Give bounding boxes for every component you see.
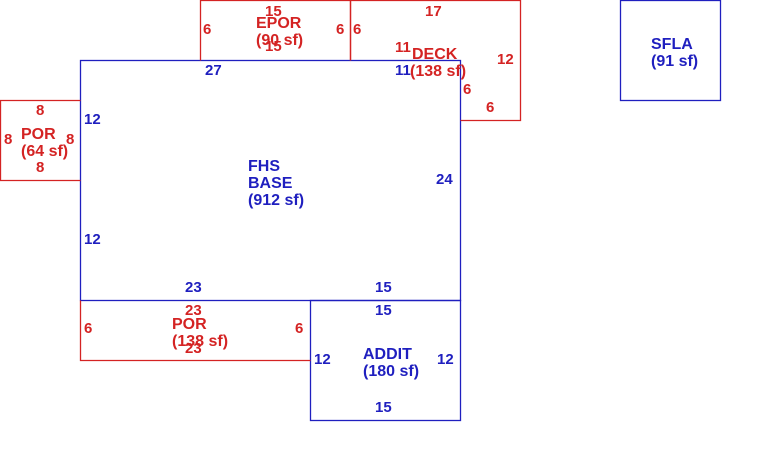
fhs-base-area: (912 sf) bbox=[248, 192, 305, 209]
por-bottom-area: (138 sf) bbox=[172, 333, 229, 350]
dim-por-bottom-top: 23 bbox=[185, 302, 202, 319]
dim-por-left-left: 8 bbox=[4, 131, 13, 148]
sfla-label: SFLA (91 sf) bbox=[651, 36, 698, 70]
dim-deck-step-bottom: 6 bbox=[486, 99, 495, 116]
dim-por-bottom-right: 6 bbox=[295, 320, 304, 337]
dim-base-left-lower: 12 bbox=[84, 231, 101, 248]
dim-addit-bottom: 15 bbox=[375, 399, 392, 416]
dim-por-left-bottom: 8 bbox=[36, 159, 45, 176]
dim-deck-inner: 11 bbox=[395, 39, 411, 56]
dim-base-right: 24 bbox=[436, 171, 453, 188]
dim-deck-right: 12 bbox=[497, 51, 514, 68]
dim-base-bottom-right: 15 bbox=[375, 279, 392, 296]
por-left-label: POR (64 sf) bbox=[21, 126, 68, 160]
addit-label: ADDIT (180 sf) bbox=[363, 346, 419, 380]
fhs-base-name-line1: FHS bbox=[248, 158, 280, 175]
por-left-outline[interactable] bbox=[0, 99, 81, 182]
dim-epor-left: 6 bbox=[203, 21, 212, 38]
dim-addit-left: 12 bbox=[314, 351, 331, 368]
dim-addit-top: 15 bbox=[375, 302, 392, 319]
addit-name: ADDIT bbox=[363, 346, 412, 363]
dim-deck-left: 6 bbox=[353, 21, 362, 38]
por-bottom-name: POR bbox=[172, 316, 207, 333]
epor-area: (90 sf) bbox=[256, 32, 304, 49]
fhs-base-name-line2: BASE bbox=[248, 175, 293, 192]
epor-label: EPOR (90 sf) bbox=[256, 15, 303, 49]
dim-por-left-top: 8 bbox=[36, 102, 45, 119]
dim-base-bottom-left: 23 bbox=[185, 279, 202, 296]
deck-name: DECK bbox=[412, 46, 458, 63]
por-bottom-label: POR (138 sf) bbox=[172, 316, 228, 350]
por-left-area: (64 sf) bbox=[21, 143, 69, 160]
dim-base-top: 27 bbox=[205, 62, 222, 79]
dim-por-left-right: 8 bbox=[66, 131, 75, 148]
sfla-outline[interactable] bbox=[619, 0, 722, 102]
dim-deck-top: 17 bbox=[425, 3, 442, 20]
dim-base-left-upper: 12 bbox=[84, 111, 101, 128]
dim-base-top-right: 11 bbox=[395, 62, 411, 79]
sfla-name: SFLA bbox=[651, 36, 693, 53]
dim-epor-top: 15 bbox=[265, 3, 282, 20]
por-left-name: POR bbox=[21, 126, 56, 143]
dim-epor-bottom: 15 bbox=[265, 38, 282, 55]
dim-por-bottom-bottom: 23 bbox=[185, 340, 202, 357]
epor-name: EPOR bbox=[256, 15, 302, 32]
deck-outline[interactable] bbox=[349, 0, 522, 122]
deck-area: (138 sf) bbox=[410, 63, 467, 80]
dim-por-bottom-left: 6 bbox=[84, 320, 93, 337]
fhs-base-label: FHS BASE (912 sf) bbox=[248, 158, 304, 209]
dim-addit-right: 12 bbox=[437, 351, 454, 368]
sfla-area: (91 sf) bbox=[651, 53, 699, 70]
addit-area: (180 sf) bbox=[363, 363, 420, 380]
dim-deck-step-vertical: 6 bbox=[463, 81, 472, 98]
por-bottom-outline[interactable] bbox=[79, 300, 311, 362]
deck-label: DECK (138 sf) bbox=[410, 46, 467, 80]
dim-epor-right: 6 bbox=[336, 21, 345, 38]
